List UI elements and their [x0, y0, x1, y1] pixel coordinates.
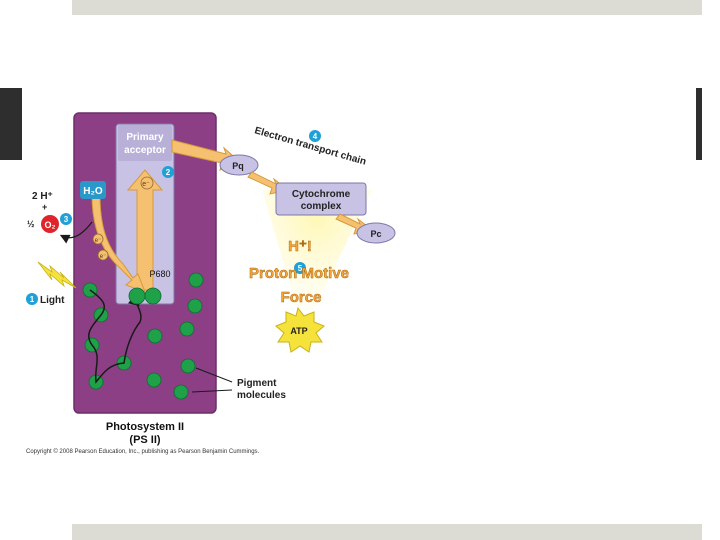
step-badge-5: 5 — [294, 262, 306, 274]
pigment-label-1: Pigment — [237, 378, 277, 389]
energy-transfer-path — [88, 289, 142, 384]
pc-carrier — [356, 222, 396, 244]
electron-icon-1 — [92, 233, 104, 245]
p680-chlorophyll-b — [144, 287, 162, 305]
etc-title: Electron transport chain — [253, 125, 367, 167]
electron-icon-top — [140, 176, 154, 190]
water-electron-arrow — [91, 194, 146, 293]
electron-label-2: e⁻ — [100, 254, 107, 260]
primary-acceptor-label-2: acceptor — [124, 145, 166, 156]
pmf-label-2: Proton Motive — [249, 265, 349, 282]
o2-label: O₂ — [45, 220, 56, 230]
pigment-leader-1 — [195, 367, 233, 383]
pmf-label-1: H⁺! — [288, 238, 312, 255]
pc-label: Pc — [370, 229, 381, 239]
light-bolt-icon — [37, 261, 77, 289]
top-bar — [72, 0, 702, 15]
pigment-label-2: molecules — [237, 390, 286, 401]
light-label: Light — [40, 295, 65, 306]
atp-label: ATP — [290, 326, 307, 336]
h2o-badge — [80, 181, 106, 199]
step-badge-1: 1 — [26, 293, 38, 305]
svg-text:2: 2 — [166, 168, 171, 177]
left-side-block — [0, 88, 22, 160]
h2o-label: H₂O — [83, 186, 103, 197]
svg-text:5: 5 — [298, 264, 303, 273]
cytochrome-complex — [275, 182, 367, 216]
two-h-label: 2 H⁺ — [32, 191, 53, 202]
pmf-label-3: Force — [281, 289, 322, 306]
primary-acceptor-box — [118, 125, 172, 161]
step-badge-2: 2 — [162, 166, 174, 178]
right-side-block — [696, 88, 702, 160]
atp-burst-icon — [275, 306, 325, 353]
photosystem-abbrev: (PS II) — [129, 434, 161, 446]
plus-label: + — [42, 202, 47, 212]
pigment-leader-2 — [191, 389, 233, 393]
electron-label-1: e⁻ — [95, 238, 102, 244]
svg-text:3: 3 — [64, 215, 69, 224]
step-badge-3: 3 — [60, 213, 72, 225]
pq-label: Pq — [232, 161, 244, 171]
p680-label: P680 — [149, 269, 170, 279]
primary-acceptor-label-1: Primary — [126, 132, 164, 143]
pq-carrier — [219, 154, 259, 176]
photosystem-label: Photosystem II — [106, 421, 184, 433]
copyright-caption: Copyright © 2008 Pearson Education, Inc.… — [26, 449, 260, 455]
electron-icon-2 — [97, 249, 109, 261]
excitation-arrow — [126, 169, 164, 291]
oxygen-icon — [41, 215, 59, 233]
cytochrome-label-1: Cytochrome — [292, 189, 351, 200]
svg-text:1: 1 — [30, 295, 35, 304]
oxygen-release-arrow — [59, 221, 93, 244]
cytochrome-label-2: complex — [301, 201, 342, 212]
step-badge-4: 4 — [309, 130, 321, 142]
bottom-bar — [72, 524, 702, 540]
p680-chlorophyll-a — [128, 287, 146, 305]
electron-label-top: e⁻ — [142, 181, 150, 188]
half-label: ½ — [27, 219, 35, 229]
svg-text:4: 4 — [313, 132, 318, 141]
